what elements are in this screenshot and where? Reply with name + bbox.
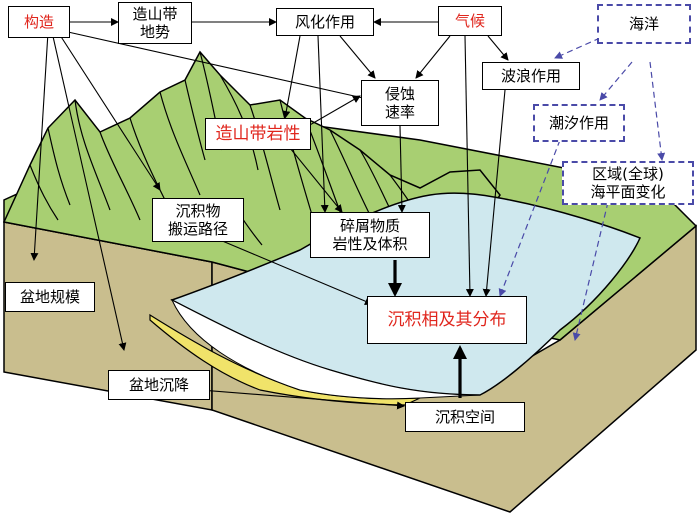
wave-action-box: 波浪作用: [482, 62, 580, 90]
tectonics-box: 构造: [8, 6, 70, 38]
accommodation-space-fill: [170, 298, 481, 400]
sea-level-change-line1: 区域(全球): [592, 165, 664, 183]
clastic-material-box: 碎屑物质 岩性及体积: [310, 212, 430, 258]
tidal-action-box: 潮汐作用: [533, 104, 625, 142]
ocean-label: 海洋: [628, 15, 659, 33]
erosion-rate-line2: 速率: [384, 103, 415, 121]
sediment-transport-path-line1: 沉积物: [175, 202, 221, 220]
sea-level-change-box: 区域(全球) 海平面变化: [562, 161, 694, 205]
sediment-transport-path-line2: 搬运路径: [167, 220, 228, 238]
ocean-box: 海洋: [597, 4, 691, 44]
accommodation-space-label: 沉积空间: [434, 408, 495, 426]
facies-distribution-box: 沉积相及其分布: [367, 296, 527, 344]
sea-level-change-line2: 海平面变化: [590, 183, 666, 201]
basin-scale-label: 盆地规模: [19, 288, 80, 306]
clastic-material-line2: 岩性及体积: [332, 235, 408, 253]
clastic-material-line1: 碎屑物质: [339, 217, 400, 235]
orogen-topography-line1: 造山带: [132, 5, 178, 23]
orogen-topography-line2: 地势: [139, 23, 170, 41]
erosion-rate-line1: 侵蚀: [384, 85, 415, 103]
erosion-rate-box: 侵蚀 速率: [361, 80, 439, 126]
climate-label: 气候: [454, 12, 485, 30]
orogen-lithology-label: 造山带岩性: [215, 124, 301, 144]
wave-action-label: 波浪作用: [500, 67, 561, 85]
orogen-lithology-box: 造山带岩性: [205, 118, 311, 150]
bold-arrows: [388, 260, 467, 398]
accommodation-space-box: 沉积空间: [405, 402, 525, 432]
tectonics-label: 构造: [23, 13, 54, 31]
sediment-transport-path-box: 沉积物 搬运路径: [152, 198, 244, 242]
tidal-action-label: 潮汐作用: [548, 114, 609, 132]
weathering-label: 风化作用: [294, 13, 355, 31]
basin-subsidence-label: 盆地沉降: [128, 376, 189, 394]
ocean-influence-arrows: [498, 37, 666, 341]
basin-scale-box: 盆地规模: [5, 282, 95, 312]
basin-subsidence-box: 盆地沉降: [108, 370, 210, 400]
climate-box: 气候: [438, 6, 502, 36]
orogen-topography-box: 造山带 地势: [118, 2, 192, 44]
facies-distribution-label: 沉积相及其分布: [387, 310, 507, 330]
weathering-box: 风化作用: [276, 8, 374, 36]
